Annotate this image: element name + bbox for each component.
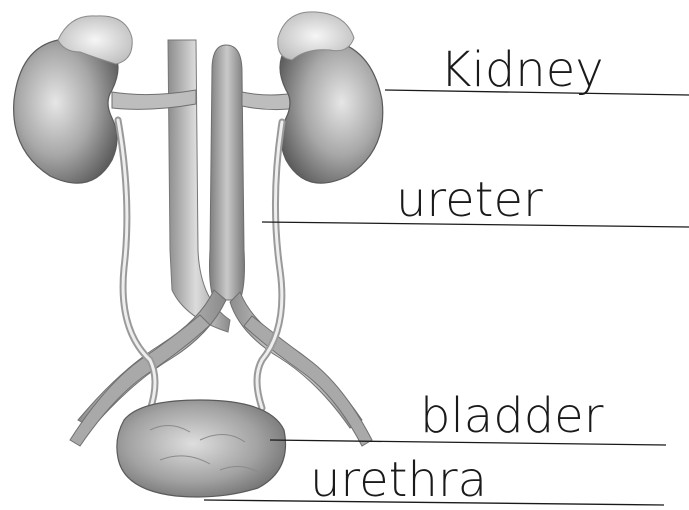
kidney-label: Kidney — [440, 42, 604, 98]
ureter-label: ureter — [396, 172, 543, 228]
right-ureter-highlight — [257, 122, 282, 408]
aorta — [210, 45, 245, 300]
urethra-label: urethra — [310, 452, 487, 508]
right-kidney — [280, 36, 383, 183]
bladder-label: bladder — [420, 388, 604, 444]
bladder — [117, 400, 286, 497]
left-renal-vessel — [112, 90, 196, 109]
